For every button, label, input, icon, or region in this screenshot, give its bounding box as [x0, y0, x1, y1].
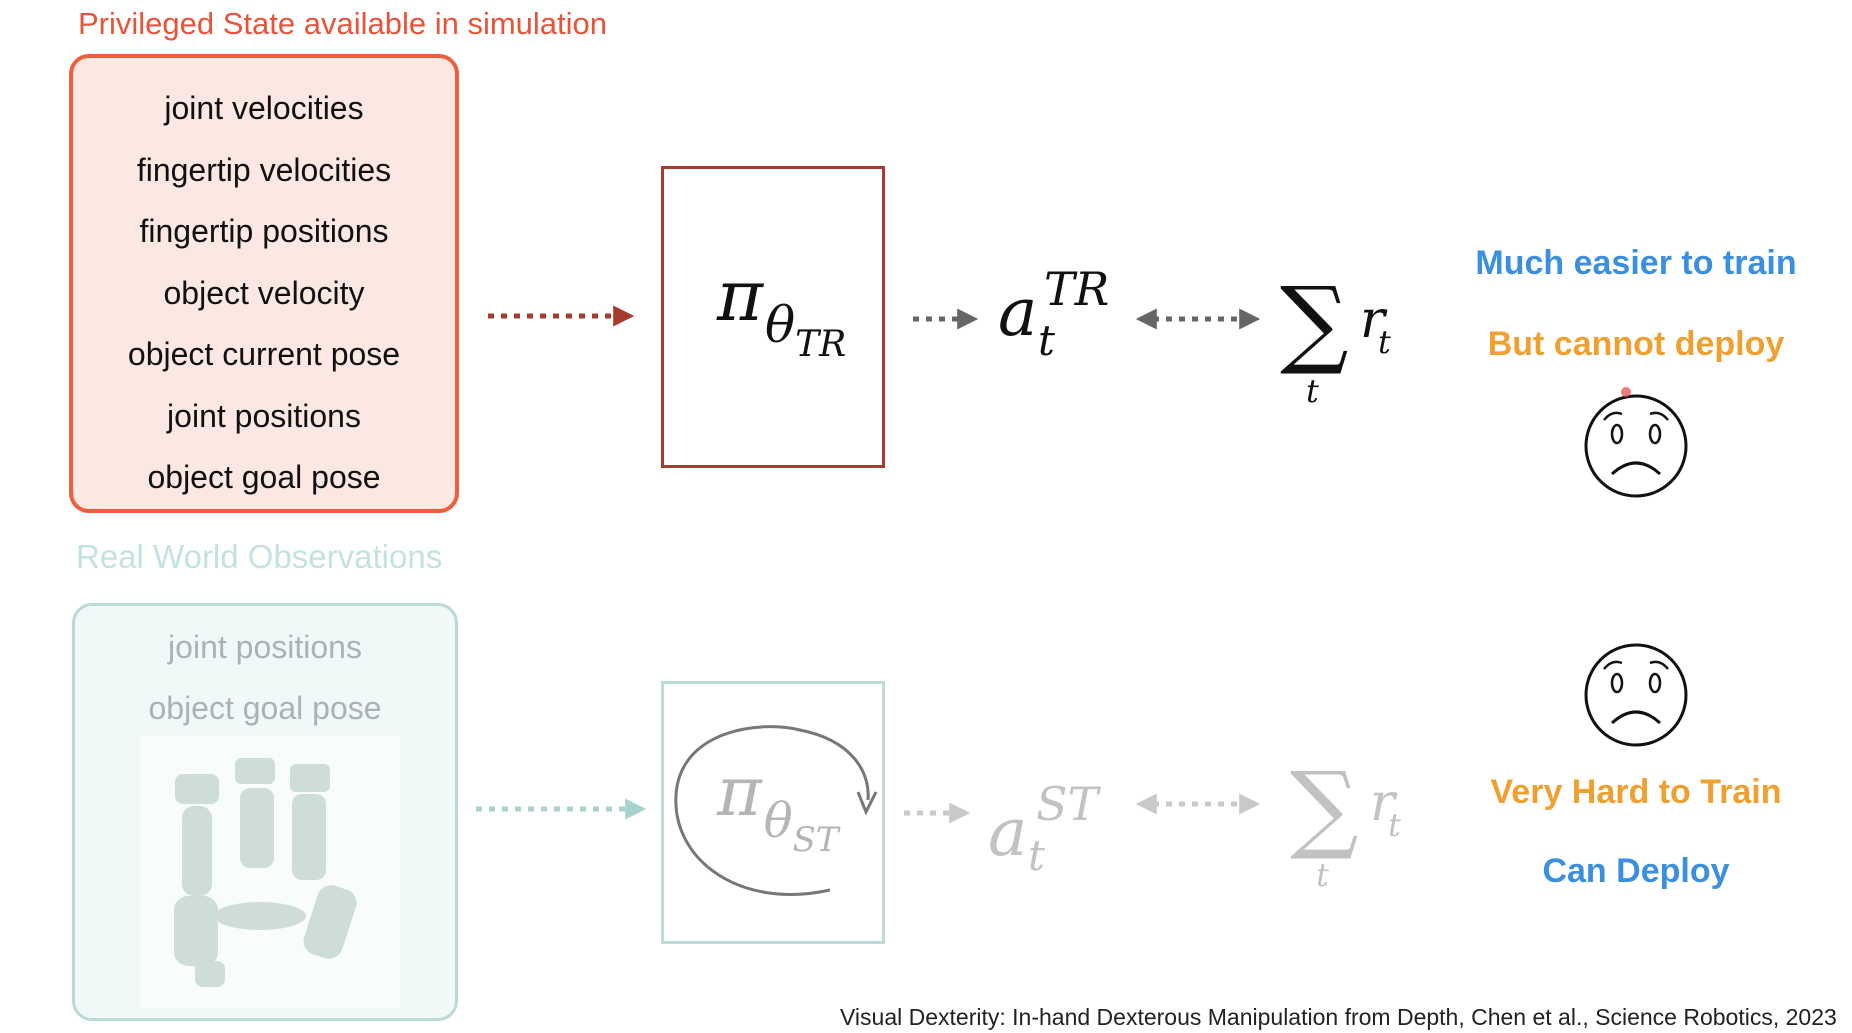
teacher-note-cannot-deploy: But cannot deploy [1487, 325, 1785, 363]
sad-face-icon [1584, 387, 1688, 498]
privileged-state-title: Privileged State available in simulation [78, 6, 608, 41]
student-reward-sum-index: t [1316, 856, 1329, 894]
privileged-state-list: joint velocities fingertip velocities fi… [73, 78, 455, 509]
loop-arrowhead [856, 791, 878, 816]
teacher-reward-sum: ∑ [1280, 266, 1349, 378]
privileged-item-fingertip-velocities: fingertip velocities [136, 151, 392, 188]
sad-face-icon [1584, 643, 1688, 747]
teacher-action-superscript: TR [1044, 262, 1109, 316]
privileged-state-box: joint velocities fingertip velocities fi… [69, 54, 459, 513]
privileged-item-object-current-pose: object current pose [127, 336, 401, 372]
privileged-item-joint-positions: joint positions [167, 397, 361, 434]
teacher-note-easy-train: Much easier to train [1475, 244, 1797, 282]
student-action-superscript: ST [1036, 777, 1102, 831]
teacher-action-subscript: t [1038, 316, 1055, 365]
privileged-item-object-velocity: object velocity [163, 274, 365, 311]
teacher-action-symbol: a [998, 274, 1037, 351]
privileged-item-joint-velocities: joint velocities [164, 90, 364, 126]
student-reward-sum: ∑ [1290, 751, 1359, 863]
real-item-object-goal-pose: object goal pose [148, 690, 382, 726]
student-note-hard-train: Very Hard to Train [1490, 773, 1782, 811]
real-world-list: joint positions object goal pose [75, 617, 455, 739]
teacher-reward-sum-index: t [1306, 372, 1319, 410]
teacher-policy-box [661, 166, 885, 468]
student-policy-symbol: πθST [716, 753, 841, 860]
privileged-item-fingertip-positions: fingertip positions [139, 213, 389, 249]
recurrent-loop-icon [674, 725, 870, 896]
robot-hand-point-cloud-icon [140, 736, 400, 1008]
student-reward-symbol: r [1370, 773, 1398, 833]
teacher-reward-subscript: t [1378, 323, 1391, 361]
teacher-policy-symbol: πθTR [716, 255, 846, 365]
student-note-can-deploy: Can Deploy [1542, 852, 1730, 890]
student-action-subscript: t [1028, 831, 1045, 880]
privileged-item-object-goal-pose: object goal pose [147, 459, 381, 495]
student-reward-subscript: t [1388, 806, 1401, 844]
real-world-title: Real World Observations [76, 538, 443, 575]
citation: Visual Dexterity: In-hand Dexterous Mani… [840, 1004, 1837, 1030]
student-policy-box [661, 681, 885, 944]
real-world-box: joint positions object goal pose [72, 603, 458, 1021]
student-action-symbol: a [988, 794, 1027, 871]
teacher-reward-symbol: r [1360, 290, 1388, 350]
real-item-joint-positions: joint positions [168, 629, 362, 665]
